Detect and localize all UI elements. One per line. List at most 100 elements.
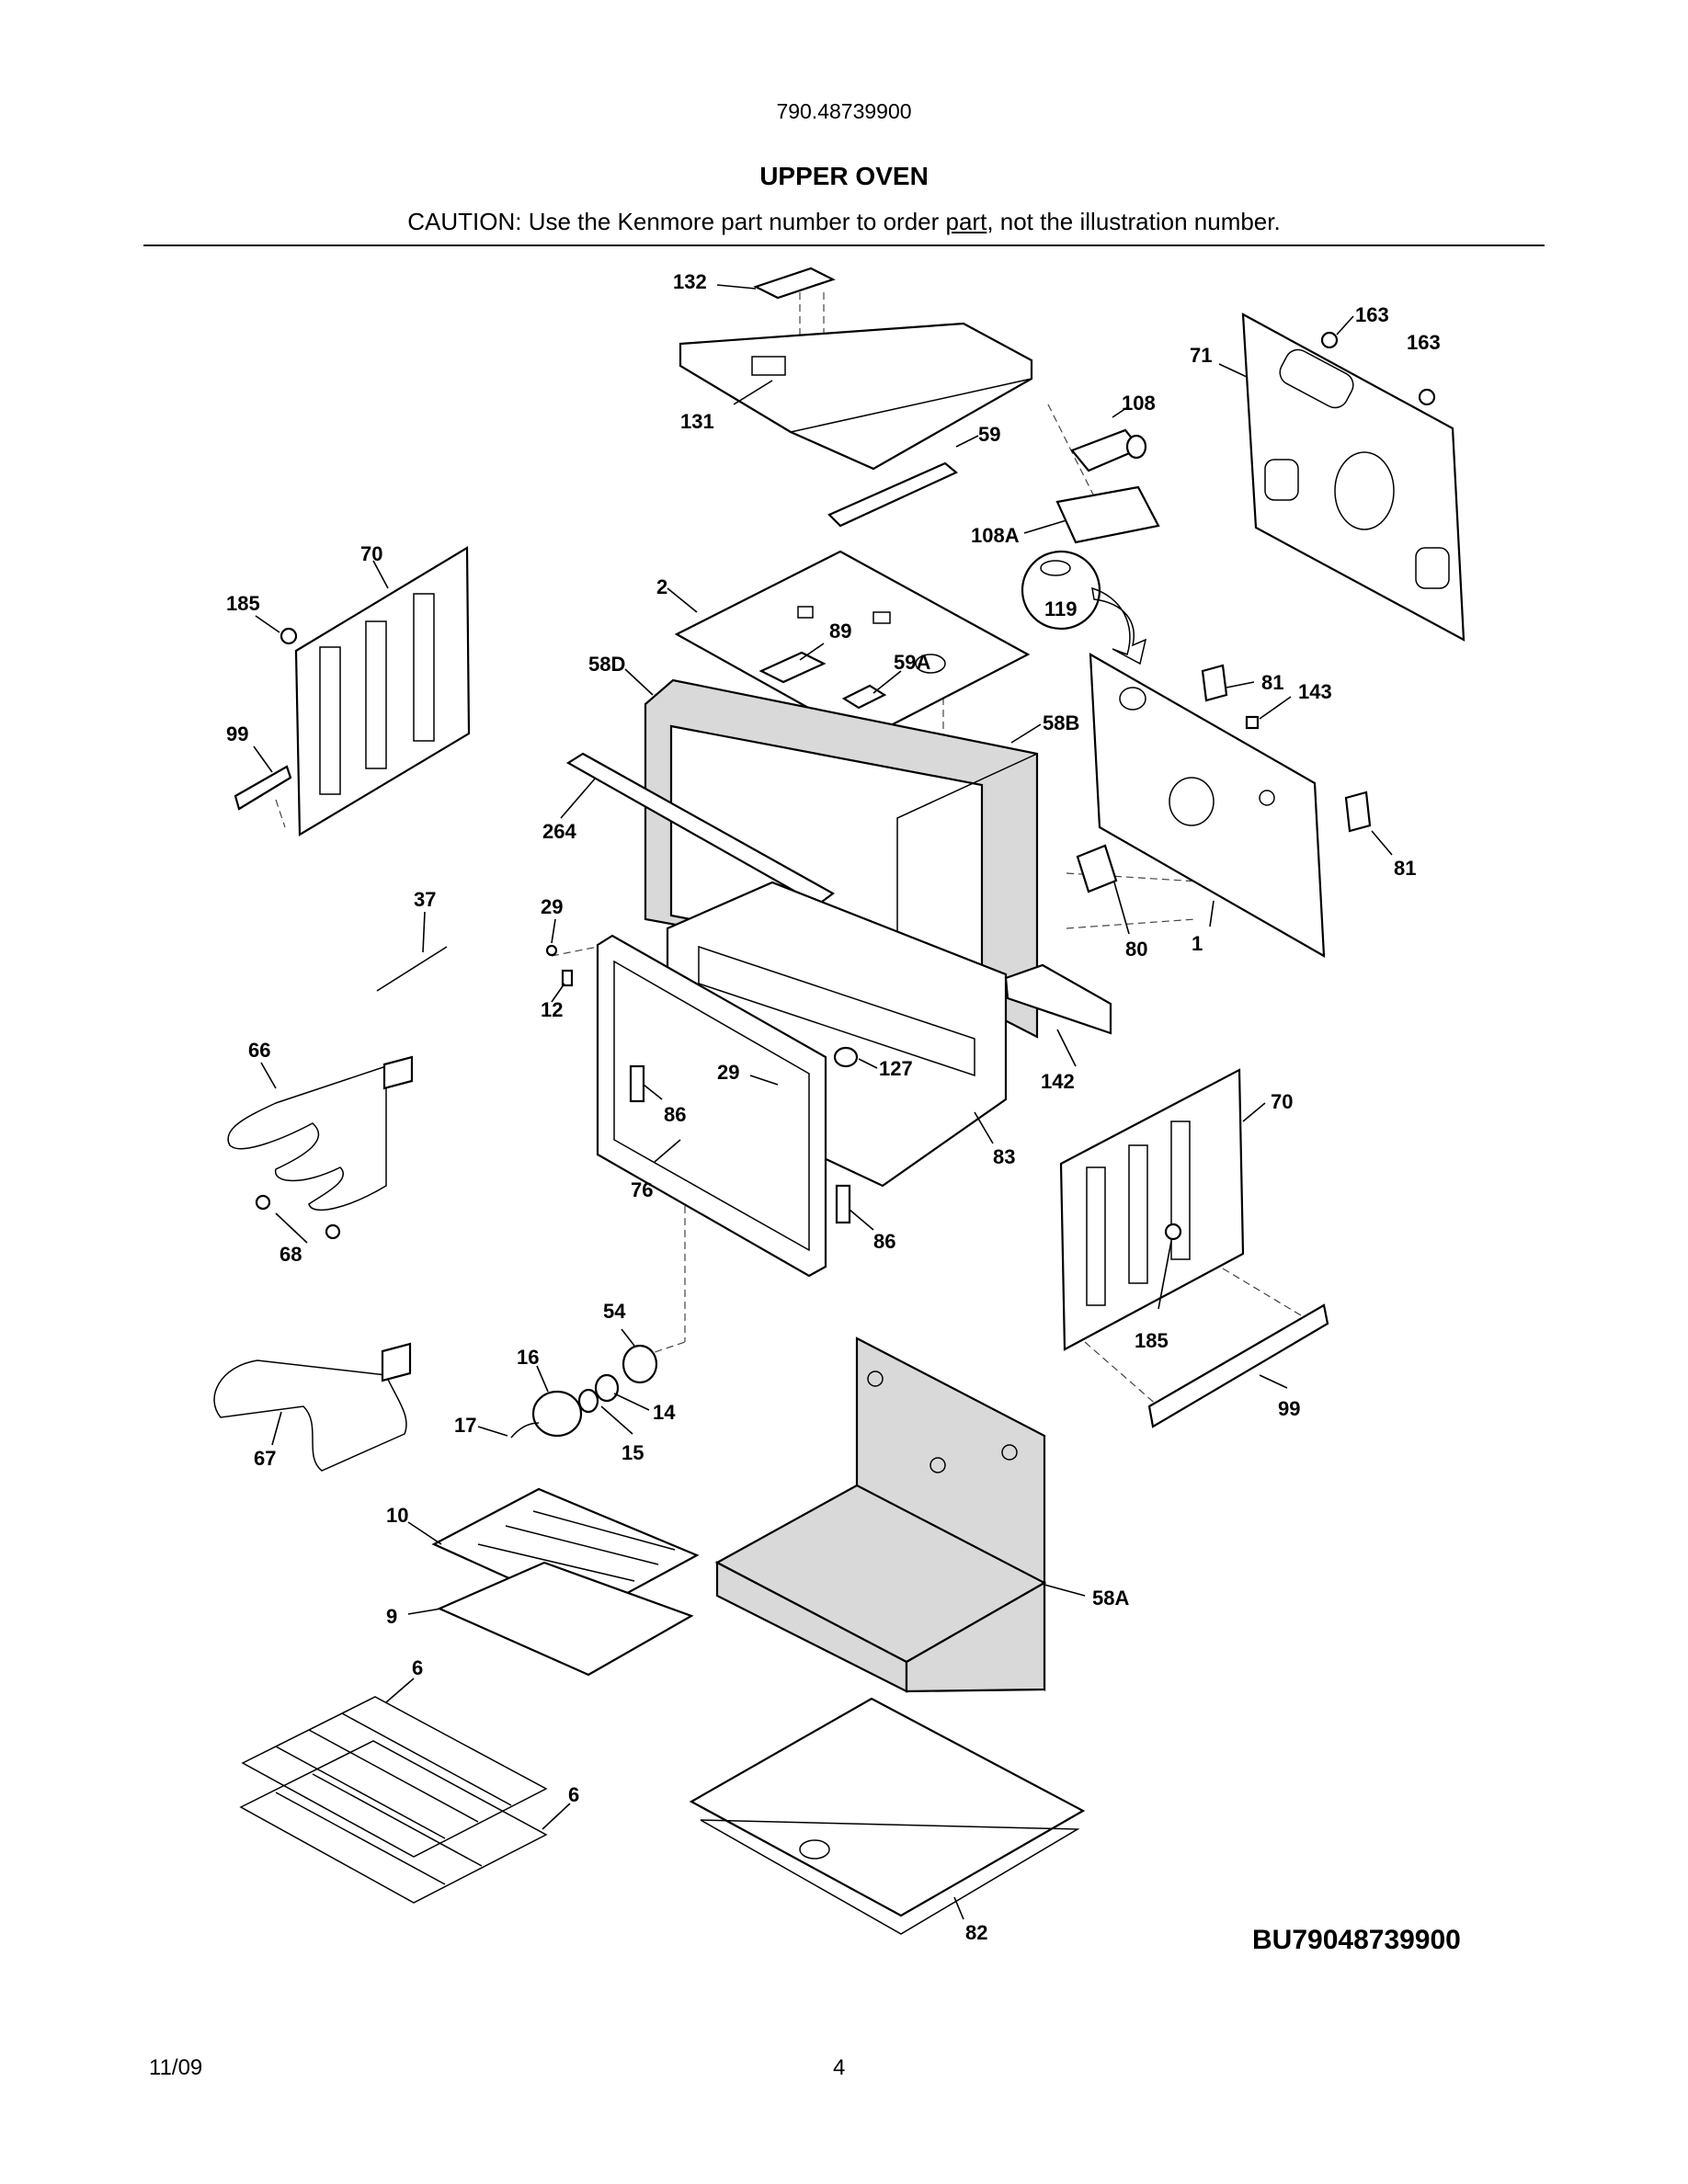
part-142-vent-duct <box>1004 963 1112 1067</box>
caution-suffix: , not the illustration number. <box>987 208 1281 235</box>
part-17-wire <box>477 1422 540 1439</box>
callout-58d: 58D <box>588 653 625 676</box>
part-9-broiler-pan <box>407 1561 694 1677</box>
callout-108: 108 <box>1122 392 1156 415</box>
part-12-screw <box>551 969 574 1003</box>
callout-16: 16 <box>517 1346 539 1369</box>
callout-29-inner: 29 <box>717 1061 739 1084</box>
callout-89: 89 <box>829 620 851 643</box>
part-66-bake-element <box>227 1055 414 1211</box>
part-58a-bottom-insulation <box>714 1337 1086 1693</box>
callout-80: 80 <box>1125 938 1147 961</box>
callout-86-right: 86 <box>873 1230 895 1253</box>
part-99-left-rail <box>234 745 292 811</box>
part-127-light-socket <box>833 1046 878 1069</box>
callout-185-right: 185 <box>1135 1329 1169 1352</box>
callout-108a: 108A <box>971 524 1020 547</box>
model-number: 790.48739900 <box>776 99 912 123</box>
caution-prefix: CAUTION: Use the Kenmore part number to … <box>407 208 946 235</box>
part-131-top-cover <box>679 322 1033 471</box>
part-16-light-lens <box>531 1365 583 1438</box>
callout-142: 142 <box>1041 1070 1075 1093</box>
callout-70-left: 70 <box>360 542 382 565</box>
callout-131: 131 <box>680 410 714 433</box>
diagram-reference-code: BU79048739900 <box>1252 1925 1461 1955</box>
callout-6-upper: 6 <box>412 1656 423 1679</box>
callout-83: 83 <box>993 1145 1015 1168</box>
part-58b-insulation-corner <box>1010 723 1042 744</box>
part-71-rear-panel <box>1218 313 1466 642</box>
part-99-right-rail <box>1147 1303 1329 1428</box>
part-89-bracket <box>758 643 827 684</box>
callout-99-left: 99 <box>226 722 248 745</box>
page-number: 4 <box>833 2055 846 2080</box>
part-6-oven-rack-upper <box>241 1678 548 1858</box>
callout-66: 66 <box>248 1039 270 1062</box>
page-title: UPPER OVEN <box>759 162 929 190</box>
part-70-left-side-panel <box>255 546 471 836</box>
part-119-thermostat-detail <box>1021 550 1147 665</box>
part-81-bracket-top <box>1201 664 1255 702</box>
callout-71: 71 <box>1190 344 1212 367</box>
callout-29-left: 29 <box>541 895 563 918</box>
callout-70-right: 70 <box>1271 1090 1293 1113</box>
callout-6-lower: 6 <box>568 1783 579 1806</box>
callout-68: 68 <box>279 1243 302 1266</box>
callout-82: 82 <box>965 1921 987 1944</box>
callout-264: 264 <box>542 820 576 843</box>
part-14-bulb <box>594 1373 650 1411</box>
callout-12: 12 <box>541 998 563 1021</box>
part-59a-bracket <box>841 670 902 710</box>
part-1-back-panel <box>1089 653 1326 958</box>
callout-163-b: 163 <box>1407 331 1441 354</box>
part-80-bracket <box>1076 844 1130 935</box>
callout-54: 54 <box>603 1300 626 1323</box>
callout-132: 132 <box>673 270 707 293</box>
part-264-trim-bar <box>560 752 836 906</box>
callout-143: 143 <box>1298 680 1332 703</box>
part-2-top-panel <box>667 550 1031 741</box>
part-59-strip <box>827 435 979 528</box>
part-15-socket <box>577 1388 633 1435</box>
callout-99-right: 99 <box>1278 1397 1300 1420</box>
part-68-clips <box>255 1194 341 1244</box>
part-54-light-housing <box>621 1328 658 1384</box>
part-10-broiler-grid <box>407 1487 700 1616</box>
caution-note: CAUTION: Use the Kenmore part number to … <box>0 208 1688 236</box>
callout-labels: 132 131 59 108 108A 119 163 163 71 70 18… <box>226 270 1441 1944</box>
part-37-sensor <box>376 911 448 992</box>
callout-59: 59 <box>978 423 1000 446</box>
callout-58a: 58A <box>1092 1587 1129 1610</box>
callout-15: 15 <box>622 1441 644 1464</box>
callout-37: 37 <box>414 888 436 911</box>
callout-17: 17 <box>454 1414 476 1437</box>
callout-14: 14 <box>653 1401 676 1424</box>
part-81-bracket-right <box>1344 791 1393 856</box>
callout-127: 127 <box>879 1057 913 1080</box>
part-86-hinge-left <box>629 1064 663 1103</box>
callout-2: 2 <box>656 575 667 598</box>
callout-1: 1 <box>1192 932 1203 955</box>
part-185-grommet-right <box>1158 1223 1182 1310</box>
callout-58b: 58B <box>1043 711 1079 734</box>
callout-10: 10 <box>386 1504 408 1527</box>
callout-119: 119 <box>1044 597 1078 620</box>
callout-76: 76 <box>631 1178 653 1201</box>
part-29-screw-inner <box>749 1075 779 1086</box>
callout-67: 67 <box>254 1447 276 1470</box>
part-82-bottom-panel <box>689 1697 1086 1935</box>
callout-81-top: 81 <box>1261 671 1283 694</box>
part-67-broil-element <box>213 1342 412 1472</box>
callout-86-left: 86 <box>664 1103 686 1126</box>
part-70-right-side-panel <box>1059 1068 1266 1351</box>
callout-9: 9 <box>386 1605 397 1628</box>
callout-59a: 59A <box>894 651 930 674</box>
part-29-screw-left <box>545 918 558 957</box>
part-76-door-frame <box>596 934 827 1278</box>
part-86-hinge-right <box>835 1184 874 1231</box>
footer-date: 11/09 <box>149 2055 203 2080</box>
header-divider <box>143 245 1545 246</box>
part-108-cooling-fan <box>1070 405 1147 472</box>
part-143-clip <box>1245 696 1292 730</box>
